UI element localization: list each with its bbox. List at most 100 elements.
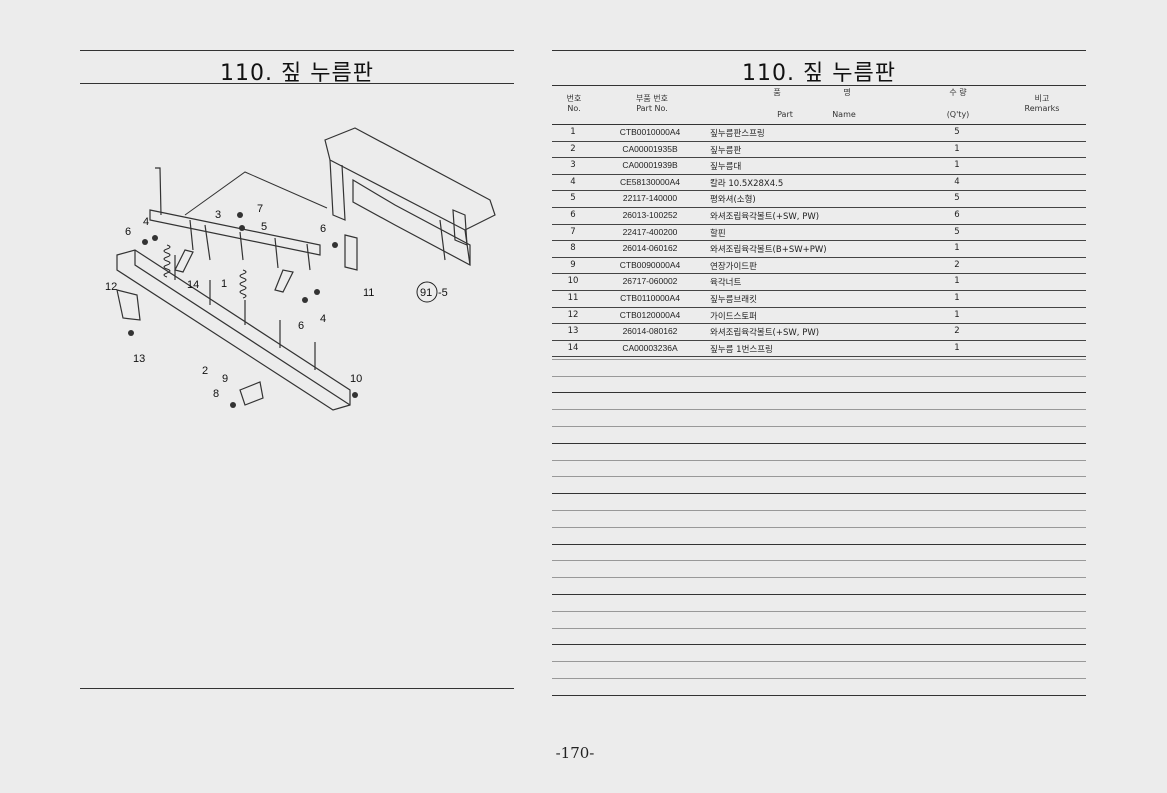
row-part-no: 26013-100252 (622, 209, 678, 220)
row-name: 육각너트 (710, 278, 742, 289)
row-no: 14 (567, 342, 579, 353)
row-qty: 1 (954, 309, 960, 320)
parts-table-header: 번호 No. 부품 번호 Part No. 품 명 Part Name 수 량 … (552, 86, 1086, 126)
row-name: 할핀 (710, 228, 726, 239)
header-part-ko: 부품 번호 (636, 94, 668, 103)
row-no: 12 (567, 309, 579, 320)
callout-label: 10 (350, 373, 362, 385)
header-name-en-1: Part (777, 110, 793, 119)
row-part-no: CTB0110000A4 (620, 292, 680, 303)
row-qty: 5 (954, 127, 960, 137)
row-no: 1 (570, 127, 576, 137)
row-name: 가이드스토퍼 (710, 311, 757, 322)
row-no: 7 (570, 226, 576, 237)
exploded-parts-diagram: 7 3 5 4 6 6 11 91 -5 12 14 1 4 6 13 2 9 … (105, 127, 496, 411)
row-no: 4 (570, 176, 576, 187)
row-name: 칼라 10.5X28X4.5 (710, 178, 784, 189)
callout-label: 13 (133, 353, 145, 365)
row-name: 짚누름 1번스프링 (710, 344, 773, 355)
row-name: 와셔조립육각볼트(+SW, PW) (710, 328, 820, 339)
header-no-en: No. (567, 104, 581, 113)
header-qty-ko: 수 량 (949, 88, 967, 97)
header-no-ko: 번호 (566, 94, 582, 103)
row-qty: 6 (954, 209, 960, 220)
header-name-ko-1: 품 (773, 88, 781, 97)
callout-label: -5 (438, 287, 448, 299)
callout-label: 6 (320, 223, 326, 235)
row-qty: 1 (954, 292, 960, 303)
row-no: 9 (570, 259, 576, 270)
row-part-no: 26717-060002 (622, 276, 678, 287)
table-row: 8 26014-060162 와셔조립육각볼트(B+SW+PW) 1 (552, 241, 1086, 258)
row-part-no: CTB0010000A4 (619, 127, 681, 137)
callout-label: 4 (143, 216, 149, 228)
row-part-no: CA00003236A (622, 342, 678, 353)
row-name: 평와셔(소형) (710, 195, 756, 206)
row-qty: 4 (954, 176, 960, 187)
callout-label: 8 (213, 388, 219, 400)
row-qty: 5 (954, 193, 960, 204)
row-part-no: CA00001939B (622, 160, 678, 171)
title-underline (552, 85, 1086, 86)
row-part-no: CE58130000A4 (619, 176, 681, 187)
callout-label: 12 (105, 281, 117, 293)
row-qty: 2 (954, 326, 960, 337)
row-part-no: CTB0120000A4 (619, 309, 681, 320)
table-row: 4 CE58130000A4 칼라 10.5X28X4.5 4 (552, 175, 1086, 192)
row-qty: 1 (954, 143, 960, 154)
row-qty: 5 (954, 226, 960, 237)
bottom-rule (80, 688, 514, 689)
row-no: 8 (570, 243, 576, 254)
row-no: 13 (567, 326, 579, 337)
top-rule (80, 50, 514, 51)
callout-label: 9 (222, 373, 228, 385)
row-name: 짚누름판 (710, 145, 742, 156)
row-qty: 1 (954, 160, 960, 171)
row-qty: 1 (954, 342, 960, 353)
row-name: 짚누름브래킷 (710, 294, 757, 305)
table-row: 12 CTB0120000A4 가이드스토퍼 1 (552, 308, 1086, 325)
row-part-no: CTB0090000A4 (619, 259, 681, 270)
table-row: 7 22417-400200 할핀 5 (552, 225, 1086, 242)
row-qty: 1 (954, 243, 960, 254)
callout-label: 5 (261, 221, 267, 233)
row-name: 짚누름판스프링 (710, 129, 765, 139)
empty-table-rows (552, 343, 1086, 696)
row-part-no: 22117-140000 (622, 193, 678, 204)
callout-label: 2 (202, 365, 208, 377)
callout-label: 91 (420, 287, 432, 299)
row-part-no: 22417-400200 (622, 226, 678, 237)
page-title: 110. 짚 누름판 (742, 61, 896, 86)
callout-label: 1 (221, 278, 227, 290)
header-name-ko-2: 명 (843, 88, 851, 97)
row-name: 짚누름대 (710, 162, 742, 173)
callout-label: 11 (363, 287, 374, 299)
row-name: 와셔조립육각볼트(+SW, PW) (710, 211, 820, 222)
callout-label: 6 (125, 226, 131, 238)
header-part-en: Part No. (636, 104, 668, 113)
header-remarks-en: Remarks (1024, 104, 1060, 113)
row-name: 와셔조립육각볼트(B+SW+PW) (710, 245, 827, 256)
page-number: -170- (555, 744, 595, 762)
header-remarks-ko: 비고 (1034, 94, 1050, 103)
row-qty: 2 (954, 259, 960, 270)
callout-label: 14 (187, 279, 199, 291)
row-name: 연장가이드판 (710, 261, 757, 272)
top-rule (552, 50, 1086, 51)
row-no: 6 (570, 209, 576, 220)
table-row: 14 CA00003236A 짚누름 1번스프링 1 (552, 341, 1086, 358)
row-part-no: CA00001935B (622, 143, 678, 154)
header-name-en-2: Name (832, 110, 856, 119)
table-row: 6 26013-100252 와셔조립육각볼트(+SW, PW) 6 (552, 208, 1086, 225)
callout-label: 7 (257, 203, 263, 215)
row-part-no: 26014-060162 (622, 243, 678, 254)
row-no: 10 (567, 276, 579, 287)
title-underline (80, 83, 514, 84)
